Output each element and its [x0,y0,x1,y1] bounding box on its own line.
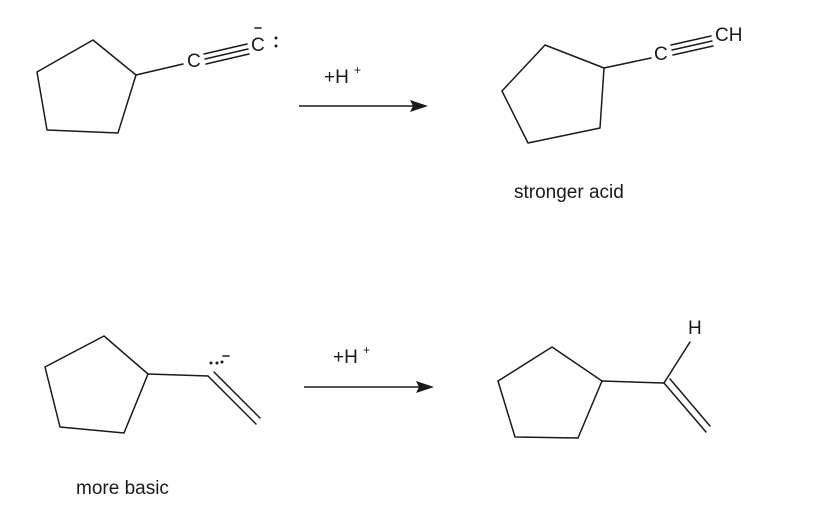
double-bond-line-2 [669,378,711,427]
top-reaction-arrow: +H + [299,63,428,112]
ch-group-label: CH [715,25,742,46]
lone-pair-dot [274,36,278,40]
single-bond [147,373,209,377]
triple-bond-line-1 [670,35,712,46]
single-bond [135,63,184,76]
hydrogen-atom-label: H [688,318,702,339]
more-basic-caption: more basic [76,478,169,499]
acetylide-anion-molecule: C C [36,27,278,134]
proton-reagent-label: +H [333,347,358,368]
cyclopentane-ring [501,44,605,144]
triple-bond-line-1 [203,43,248,55]
lone-pair-dot [215,361,219,365]
cyclopentane-ring [497,346,603,439]
terminal-alkyne-molecule: C CH [501,25,742,144]
triple-bond-line-2 [204,48,249,60]
alkene-molecule: H [497,318,711,439]
bottom-reaction-arrow: +H + [304,343,434,393]
triple-bond-line-2 [671,40,713,51]
carbon-atom-label: C [187,51,201,72]
triple-bond-line-3 [205,53,250,65]
stronger-acid-caption: stronger acid [514,182,624,203]
vinyl-anion-molecule [44,335,261,434]
double-bond-line-1 [207,375,257,425]
arrow-head [410,100,428,112]
cyclopentane-ring [44,335,149,434]
single-bond [603,57,652,69]
lone-pair-dot [220,360,224,364]
triple-bond-line-3 [672,45,714,56]
carbon-atom-label: C [654,44,668,65]
arrow-head [416,381,434,393]
proton-charge-superscript: + [363,343,370,357]
c-h-bond [663,341,691,384]
cyclopentane-ring [36,39,137,134]
lone-pair-dot [209,361,213,365]
double-bond-line-1 [663,382,707,433]
proton-charge-superscript: + [354,63,361,77]
carbanion-carbon-label: C [251,35,265,56]
single-bond [601,380,665,384]
lone-pair-dot [274,44,278,48]
double-bond-line-2 [213,371,261,419]
proton-reagent-label: +H [324,67,349,88]
